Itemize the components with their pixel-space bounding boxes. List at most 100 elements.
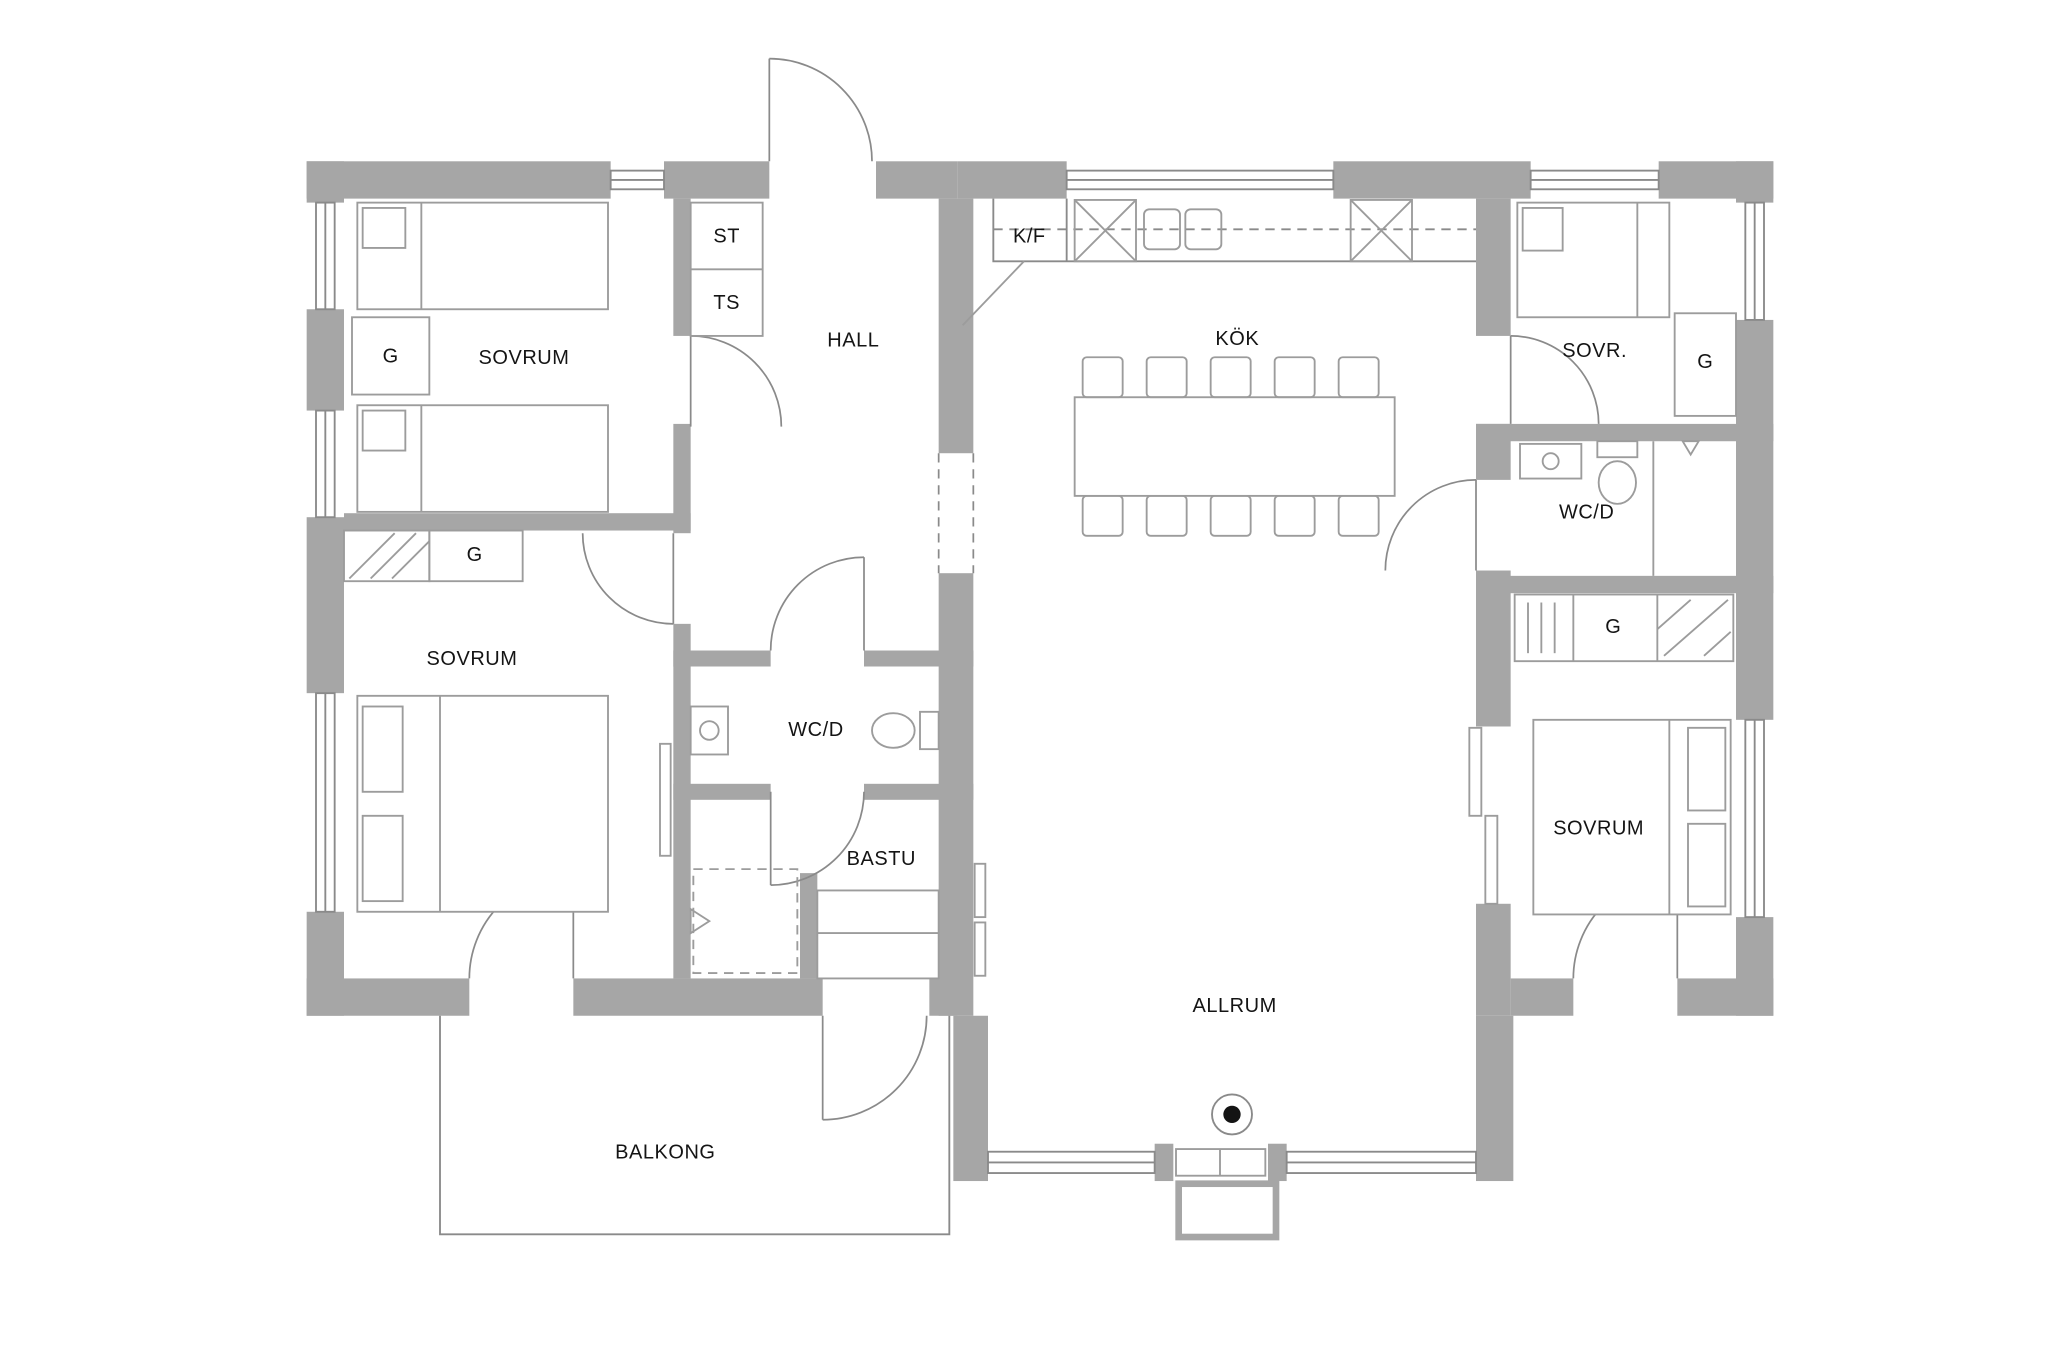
room-label-sovrum-bottom-right: SOVRUM bbox=[1553, 817, 1644, 839]
room-label-hall: HALL bbox=[827, 330, 879, 352]
fridge-door-swing bbox=[961, 260, 1025, 326]
sink-basin bbox=[699, 720, 720, 741]
toilet-tank bbox=[1596, 440, 1639, 459]
closet-label-ts: TS bbox=[713, 292, 740, 314]
sliding-door-panel bbox=[1468, 726, 1483, 817]
toilet-bowl bbox=[871, 712, 916, 749]
chair-row-bottom bbox=[1081, 494, 1380, 537]
shower-head-icon bbox=[1681, 440, 1701, 457]
sink-basin bbox=[1541, 452, 1560, 471]
appliance-box bbox=[1073, 199, 1137, 263]
stove-ring bbox=[1211, 1093, 1253, 1136]
wall-segment bbox=[344, 513, 691, 531]
closet-label-g-top-left: G bbox=[383, 346, 399, 368]
chair bbox=[1337, 494, 1380, 537]
wall-segment bbox=[1476, 423, 1774, 442]
sliding-door-panel bbox=[1484, 814, 1499, 905]
wall-segment bbox=[1476, 903, 1511, 1016]
closet-box bbox=[351, 316, 431, 396]
chair bbox=[1145, 494, 1188, 537]
closet-row bbox=[1513, 593, 1735, 663]
wall-segment bbox=[864, 783, 974, 800]
closet-label-st: ST bbox=[713, 226, 740, 248]
closet-box bbox=[1673, 312, 1737, 417]
chair bbox=[1081, 356, 1124, 399]
wall-segment bbox=[673, 423, 691, 534]
appliance-box bbox=[1349, 199, 1413, 263]
room-label-wcd-left: WC/D bbox=[788, 719, 843, 741]
wall-segment bbox=[306, 161, 611, 199]
room-label-sovrum-bottom-left: SOVRUM bbox=[427, 648, 518, 670]
bed-pillow bbox=[1521, 207, 1564, 252]
chair bbox=[1209, 494, 1252, 537]
entry-step bbox=[1175, 1180, 1280, 1241]
wall-segment bbox=[1476, 570, 1511, 727]
chair bbox=[1209, 356, 1252, 399]
room-label-allrum: ALLRUM bbox=[1193, 995, 1277, 1017]
label-layer: SOVRUM G ST TS HALL K/F KÖK SOVR. G WC/D… bbox=[383, 226, 1713, 1164]
dining-table bbox=[1073, 396, 1396, 497]
wall-segment bbox=[800, 873, 818, 979]
kitchen-counter bbox=[992, 198, 1476, 263]
room-label-sovr-top-right: SOVR. bbox=[1562, 340, 1627, 362]
hatch-line bbox=[348, 532, 396, 580]
wardrobe-hatched bbox=[343, 529, 431, 583]
wall-segment bbox=[673, 198, 691, 336]
chair bbox=[1273, 494, 1316, 537]
wall-segment bbox=[306, 978, 470, 1016]
bed-pillow bbox=[361, 207, 407, 249]
shower-zone bbox=[692, 868, 799, 975]
wall-segment bbox=[1333, 161, 1531, 199]
wall-segment bbox=[864, 650, 974, 667]
wall-segment bbox=[1476, 198, 1511, 336]
door-arc bbox=[769, 556, 865, 651]
balcony-outline bbox=[439, 1015, 951, 1236]
door-arc bbox=[581, 533, 674, 625]
wall-segment bbox=[938, 198, 974, 454]
appliance-cross bbox=[1350, 199, 1413, 262]
room-label-kok: KÖK bbox=[1215, 328, 1259, 350]
closet-box bbox=[428, 529, 524, 583]
window-layer bbox=[315, 169, 1765, 1177]
wall-segment bbox=[573, 978, 823, 1016]
room-label-sovrum-top-left: SOVRUM bbox=[479, 347, 570, 369]
wall-segment bbox=[1736, 319, 1774, 720]
door-arc bbox=[1384, 479, 1477, 571]
door-arc bbox=[822, 1015, 928, 1121]
bed-pillow bbox=[1687, 822, 1727, 908]
room-label-balkong: BALKONG bbox=[615, 1141, 715, 1163]
chair-row-top bbox=[1081, 356, 1380, 399]
toilet-tank bbox=[919, 710, 940, 751]
furniture-layer bbox=[343, 198, 1737, 1241]
appliance-label-kf: K/F bbox=[1013, 226, 1046, 248]
sauna-bench bbox=[816, 889, 940, 980]
bed-pillow bbox=[361, 705, 404, 793]
door-arc bbox=[1510, 335, 1600, 424]
wall-segment bbox=[306, 309, 344, 411]
appliance-cross bbox=[1074, 199, 1137, 262]
wall-segment bbox=[664, 161, 770, 199]
wall-segment bbox=[306, 161, 344, 203]
chair bbox=[1145, 356, 1188, 399]
wall-segment bbox=[673, 623, 691, 979]
sink bbox=[1519, 442, 1583, 480]
wall-segment bbox=[673, 783, 771, 800]
sink-basin bbox=[1184, 208, 1223, 251]
sink-basin bbox=[1143, 208, 1181, 251]
radiator bbox=[973, 921, 987, 977]
wall-layer bbox=[306, 161, 1774, 1182]
hatch-line bbox=[370, 532, 417, 580]
room-label-bastu: BASTU bbox=[847, 848, 916, 870]
wall-segment bbox=[1736, 161, 1774, 203]
chair bbox=[1081, 494, 1124, 537]
hatch-line bbox=[1703, 631, 1732, 657]
hatch-line bbox=[391, 540, 430, 580]
radiator bbox=[659, 742, 672, 857]
wall-segment bbox=[306, 517, 344, 694]
door-arc bbox=[690, 335, 783, 427]
hatch-line bbox=[1663, 599, 1729, 657]
sink bbox=[689, 705, 729, 756]
wall-segment bbox=[876, 161, 958, 199]
